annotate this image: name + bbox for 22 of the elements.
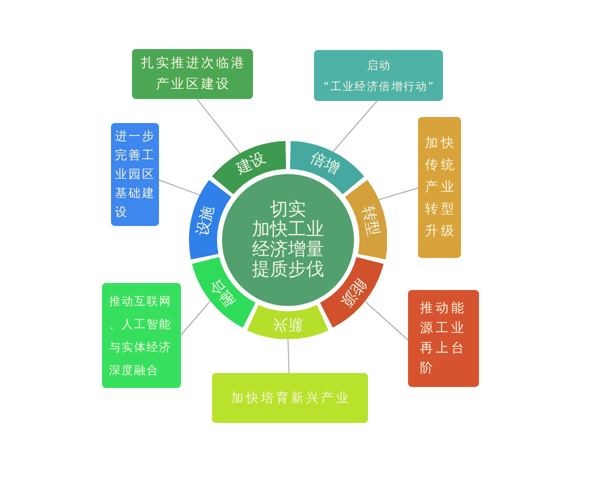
segment-label: 设施	[194, 204, 216, 238]
connector-line	[378, 188, 418, 200]
text-box: 加快培育新兴产业	[212, 373, 368, 423]
ring-segment	[344, 180, 387, 260]
text-box: 推动能源工业再上台阶	[408, 290, 479, 387]
ring-segment	[247, 304, 329, 339]
ring-segment	[290, 141, 364, 194]
text-box: 启动“工业经济倍增行动”	[314, 50, 443, 101]
connector-line	[288, 338, 290, 374]
text-box: 进一步完善工业园区基础建设	[111, 123, 159, 226]
connector-line	[332, 100, 378, 152]
text-box: 扎实推进次临港产业区建设	[132, 49, 253, 99]
ring-segment	[212, 141, 286, 194]
segment-label: 新兴	[272, 316, 303, 333]
connector-line	[158, 180, 200, 196]
ring-segment	[189, 180, 232, 260]
connector-line	[180, 300, 211, 336]
text-box: 推动互联网、人工智能与实体经济深度融合	[102, 283, 181, 388]
connector-line	[364, 301, 408, 340]
connector-line	[196, 98, 240, 154]
segment-label: 转型	[360, 204, 382, 238]
text-box: 加快传统产业转型升级	[418, 117, 461, 258]
